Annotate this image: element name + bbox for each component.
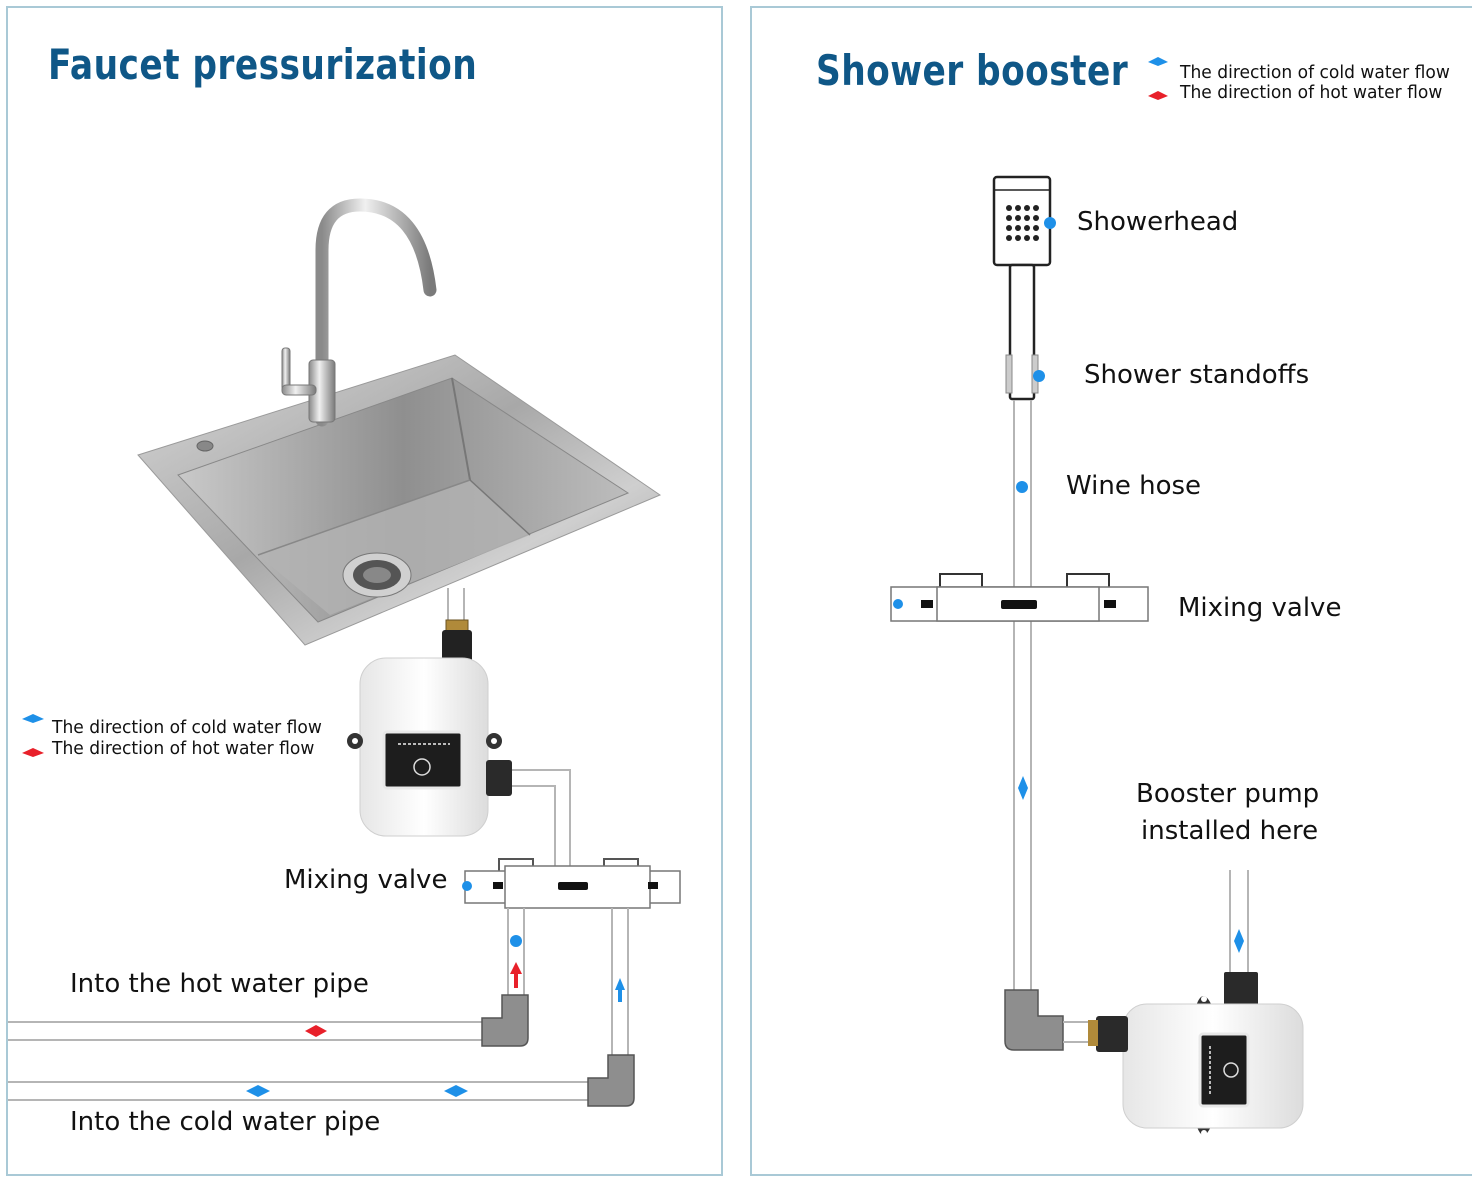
faucet-pressurization-title: Faucet pressurization xyxy=(48,40,478,89)
hose-flow-marker-icon xyxy=(1016,481,1028,493)
cold-flow-marker-icon xyxy=(462,881,472,891)
showerhead-flow-marker-icon xyxy=(1044,217,1056,229)
shower-nozzle-dot xyxy=(1015,215,1021,221)
shower-nozzle-dot xyxy=(1033,205,1039,211)
shower-nozzle-dot xyxy=(1024,235,1030,241)
shower-nozzle-dot xyxy=(1033,215,1039,221)
cold-pipe-elbow-icon xyxy=(587,1054,635,1107)
shower-nozzle-dot xyxy=(1033,225,1039,231)
booster-pump-label-line1: Booster pump xyxy=(1136,779,1320,809)
shower-nozzle-dot xyxy=(1006,215,1012,221)
valve-supply-pipes xyxy=(507,908,629,1058)
showerhead-label: Showerhead xyxy=(1077,207,1239,237)
valve-flow-marker-icon xyxy=(893,599,903,609)
pump-inlet-pipe xyxy=(1229,870,1249,975)
legend-hot-arrow-icon xyxy=(22,748,44,757)
standoffs-flow-marker-icon xyxy=(1033,370,1045,382)
right-mixing-valve-label: Mixing valve xyxy=(1178,593,1342,623)
hose-flow-arrow-icon xyxy=(1018,776,1028,800)
hot-water-pipe xyxy=(8,1021,486,1041)
hot-flow-up-arrow-icon xyxy=(510,962,522,988)
cold-flow-arrow-icon xyxy=(246,1085,270,1097)
right-legend-cold-label: The direction of cold water flow xyxy=(1180,62,1450,83)
kitchen-sink-image xyxy=(137,198,662,646)
left-legend-cold-label: The direction of cold water flow xyxy=(52,717,322,738)
shower-booster-title: Shower booster xyxy=(816,46,1129,95)
cold-water-pipe xyxy=(8,1081,592,1101)
legend-cold-arrow-icon xyxy=(22,714,44,723)
shower-nozzle-dot xyxy=(1024,205,1030,211)
cold-flow-marker-icon xyxy=(510,935,522,947)
left-mixing-valve-label: Mixing valve xyxy=(284,865,448,895)
booster-pump-label-line2: installed here xyxy=(1141,816,1319,846)
right-mixing-valve-icon xyxy=(890,573,1149,622)
hot-flow-arrow-icon xyxy=(305,1025,327,1037)
shower-nozzle-dot xyxy=(1006,235,1012,241)
right-legend-hot-label: The direction of hot water flow xyxy=(1180,82,1443,103)
cold-water-pipe-label: Into the cold water pipe xyxy=(70,1107,381,1137)
left-mixing-valve-icon xyxy=(464,858,681,909)
right-legend-hot-arrow-icon xyxy=(1148,91,1168,100)
booster-pump-image xyxy=(347,657,512,837)
shower-nozzle-dot xyxy=(1015,225,1021,231)
sink-supply-pipe xyxy=(442,588,472,666)
shower-nozzle-dot xyxy=(1033,235,1039,241)
pump-inlet-flow-arrow-icon xyxy=(1234,929,1244,953)
shower-nozzle-dot xyxy=(1015,205,1021,211)
shower-elbow-icon xyxy=(1004,989,1064,1051)
shower-nozzle-dot xyxy=(1024,225,1030,231)
showerhead-icon xyxy=(992,175,1052,401)
booster-pump-installed-image xyxy=(1088,972,1304,1136)
hot-pipe-elbow-icon xyxy=(481,994,529,1047)
shower-nozzle-dot xyxy=(1006,205,1012,211)
faucet-icon xyxy=(281,198,437,427)
drain-icon xyxy=(342,552,412,598)
right-legend-cold-arrow-icon xyxy=(1148,57,1168,66)
cold-flow-arrow-icon xyxy=(444,1085,468,1097)
left-legend-hot-label: The direction of hot water flow xyxy=(52,738,315,759)
wine-hose-pipe xyxy=(1013,400,1032,1000)
shower-nozzle-dot xyxy=(1015,235,1021,241)
shower-nozzle-dot xyxy=(1006,225,1012,231)
shower-standoffs-label: Shower standoffs xyxy=(1084,360,1310,390)
cold-flow-up-arrow-icon xyxy=(615,978,625,1002)
wine-hose-label: Wine hose xyxy=(1066,471,1202,501)
shower-nozzle-dot xyxy=(1024,215,1030,221)
pump-outlet-pipes xyxy=(512,769,571,872)
hot-water-pipe-label: Into the hot water pipe xyxy=(70,969,369,999)
